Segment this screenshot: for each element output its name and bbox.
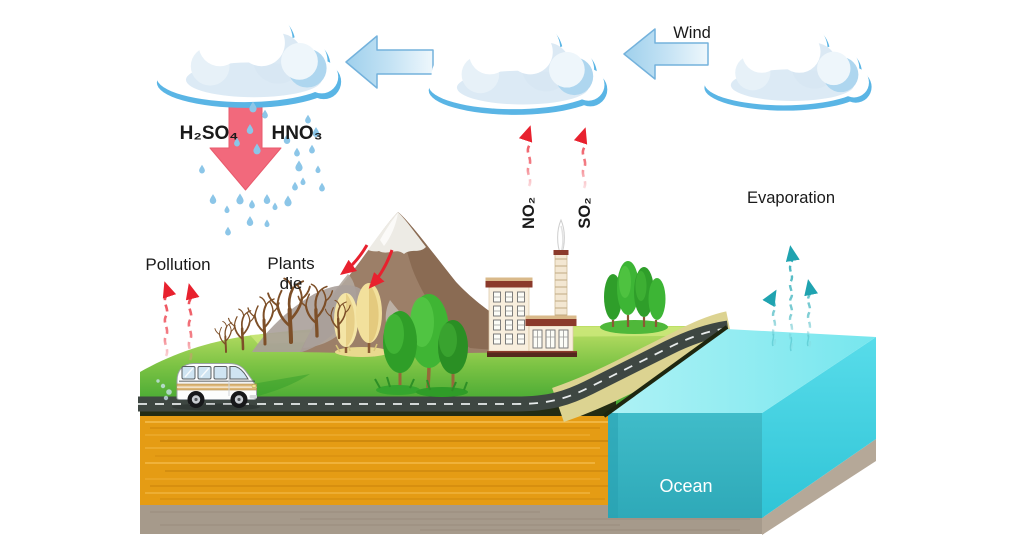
snow-cap <box>368 212 426 254</box>
road-centerline <box>138 327 729 405</box>
factory-main-roof <box>485 281 533 288</box>
pollution-label: Pollution <box>145 255 210 274</box>
road <box>138 320 730 412</box>
plants-die-label: Plants die <box>267 254 314 293</box>
pollution-arrows <box>162 281 200 361</box>
acid-rain-arrow <box>209 97 282 191</box>
svg-text:Plants: Plants <box>267 254 314 273</box>
factory-trees <box>600 261 668 334</box>
gray-foothill <box>252 285 362 352</box>
h2so4-label: H₂SO₄ <box>180 123 239 144</box>
evaporation-label: Evaporation <box>747 189 835 207</box>
wind-arrow <box>623 28 709 80</box>
van-headlight <box>251 384 257 388</box>
healthy-trees <box>374 294 468 397</box>
emission-arrows <box>518 125 588 189</box>
factory-chimney <box>553 250 569 323</box>
transport-cloud <box>428 18 608 115</box>
exhaust-puffs <box>156 379 172 401</box>
hno3-label: HNO₃ <box>271 123 322 144</box>
factory <box>485 218 577 357</box>
svg-text:die: die <box>280 274 303 293</box>
coast-edge <box>602 325 729 418</box>
source-cloud <box>704 20 872 111</box>
van <box>156 363 260 411</box>
van-wheels <box>187 391 248 408</box>
rain-cloud <box>156 8 342 108</box>
factory-base <box>487 351 577 357</box>
evaporation-arrows <box>762 245 819 350</box>
mountain-rain-arrows <box>340 244 394 289</box>
ocean-block <box>602 325 876 518</box>
cloud-transport-arrow <box>345 35 434 89</box>
wind-label: Wind <box>673 24 711 42</box>
soil-layer <box>140 416 612 505</box>
factory-annex-roof <box>525 319 577 326</box>
so2-label: SO₂ <box>576 197 594 228</box>
so2-emission-arrow <box>573 127 588 189</box>
no2-emission-arrow <box>518 125 533 187</box>
no2-label: NO₂ <box>520 197 538 229</box>
ocean-label: Ocean <box>659 476 712 496</box>
